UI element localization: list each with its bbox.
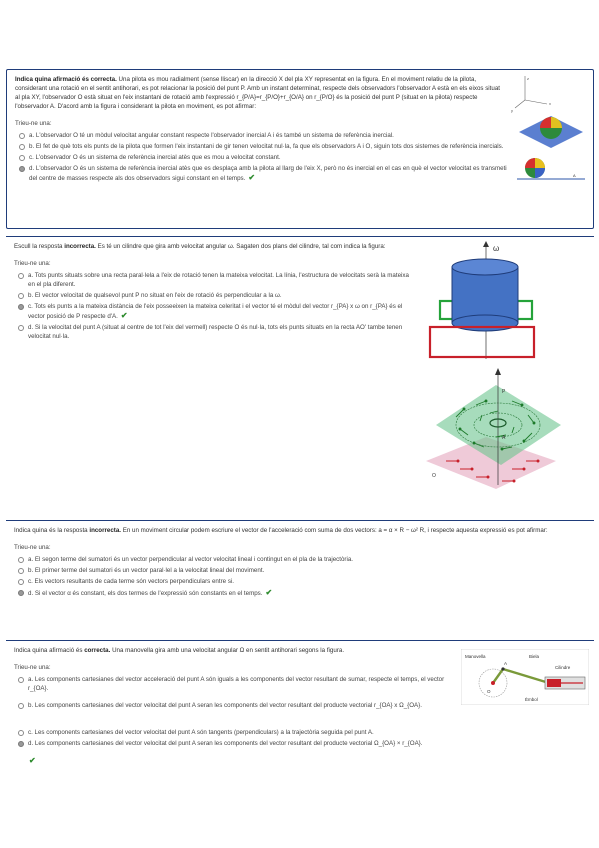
radio-button[interactable] [18, 324, 24, 331]
y-label: y [511, 108, 513, 113]
o-label: O [432, 473, 436, 479]
check-icon: ✔ [29, 755, 36, 765]
radio-button[interactable] [18, 567, 24, 574]
radio-button-selected[interactable] [18, 303, 24, 310]
option-c[interactable]: c. Els vectors resultants de cada terme … [18, 578, 589, 587]
option-d[interactable]: d. Les components cartesianes del vector… [18, 740, 459, 749]
embol-label: Èmbol [525, 696, 538, 702]
question-2: Escull la resposta incorrecta. Es té un … [6, 236, 594, 496]
crank-circle [478, 668, 508, 698]
check-icon: ✔ [248, 172, 256, 182]
radio-button[interactable] [18, 702, 24, 709]
green-velocity-arrows [455, 399, 536, 451]
z-label: z [527, 76, 529, 81]
velocity-field-figure: P A O [426, 368, 561, 489]
connecting-rod [502, 667, 550, 685]
radio-button[interactable] [18, 578, 24, 585]
rolling-ball-figure: z x y A [511, 76, 585, 180]
piston [547, 679, 561, 687]
green-plane-field [436, 385, 561, 465]
red-velocity-arrows [446, 459, 540, 483]
cylinder-figure: ω [428, 241, 536, 359]
option-b[interactable]: b. El fet de què tots els punts de la pi… [19, 143, 510, 152]
option-a[interactable]: a. Les components cartesianes del vector… [18, 676, 459, 694]
radio-button-selected[interactable] [18, 740, 24, 747]
radio-button[interactable] [18, 556, 24, 563]
o-label: O [487, 689, 491, 694]
cilindre-label: Cilindre [555, 665, 571, 670]
crank-arm [492, 668, 504, 684]
option-a[interactable]: a. Tots punts situats sobre una recta pa… [18, 272, 409, 290]
x-label: x [549, 101, 551, 106]
question-1: Indica quina afirmació és correcta. Una … [6, 69, 594, 229]
option-a[interactable]: a. L'observador O té un mòdul velocitat … [19, 132, 510, 141]
crank-mechanism-figure: Manovella Biela Cilindre Èmbol A O [461, 649, 589, 705]
question-4: Indica quina afirmació és correcta. Una … [6, 640, 594, 780]
x-axis [524, 99, 548, 105]
radio-button[interactable] [19, 132, 25, 139]
radio-button-selected[interactable] [18, 589, 24, 596]
option-b[interactable]: b. El primer terme del sumatori és un ve… [18, 567, 589, 576]
option-d[interactable]: d. Si el vector α és constant, els dos t… [18, 587, 589, 599]
check-icon: ✔ [265, 587, 273, 597]
option-b[interactable]: b. Les components cartesianes del vector… [18, 702, 459, 711]
radio-button[interactable] [19, 143, 25, 150]
red-plane [428, 325, 536, 359]
question-4-statement: Indica quina afirmació és correcta. Una … [14, 647, 345, 654]
question-1-choose-label: Trieu-ne una: [15, 119, 52, 127]
biela-label: Biela [529, 654, 540, 659]
check-icon: ✔ [120, 310, 128, 320]
radio-button[interactable] [18, 676, 24, 683]
radio-button[interactable] [18, 729, 24, 736]
question-2-choose-label: Trieu-ne una: [14, 259, 51, 267]
cylinder-top [451, 258, 519, 276]
option-a[interactable]: a. El segon terme del sumatori és un vec… [18, 556, 589, 565]
y-axis [514, 99, 526, 109]
radio-button[interactable] [19, 154, 25, 161]
radio-button[interactable] [18, 292, 24, 299]
question-1-statement: Indica quina afirmació és correcta. Una … [15, 76, 501, 110]
option-c[interactable]: c. Tots els punts a la mateixa distància… [18, 303, 409, 322]
question-4-choose-label: Trieu-ne una: [14, 663, 51, 671]
a-label: A [502, 435, 506, 441]
omega-label: ω [493, 244, 499, 253]
question-3: Indica quina és la resposta incorrecta. … [6, 520, 594, 618]
radio-button[interactable] [18, 272, 24, 279]
question-2-statement: Escull la resposta incorrecta. Es té un … [14, 243, 386, 250]
a-label: A [573, 173, 576, 178]
manovella-label: Manovella [465, 654, 486, 659]
option-c[interactable]: c. Les components cartesianes del vector… [18, 729, 459, 738]
p-label: P [502, 389, 506, 395]
option-c[interactable]: c. L'observador O és un sistema de refer… [19, 154, 510, 163]
a-label: A [504, 661, 507, 666]
option-d[interactable]: d. Si la velocitat del punt A (situat al… [18, 324, 409, 342]
option-d[interactable]: d. L'observador O és un sistema de refer… [19, 165, 510, 184]
question-3-statement: Indica quina és la resposta incorrecta. … [14, 527, 548, 534]
option-b[interactable]: b. El vector velocitat de qualsevol punt… [18, 292, 409, 301]
question-3-choose-label: Trieu-ne una: [14, 543, 51, 551]
radio-button-selected[interactable] [19, 165, 25, 172]
